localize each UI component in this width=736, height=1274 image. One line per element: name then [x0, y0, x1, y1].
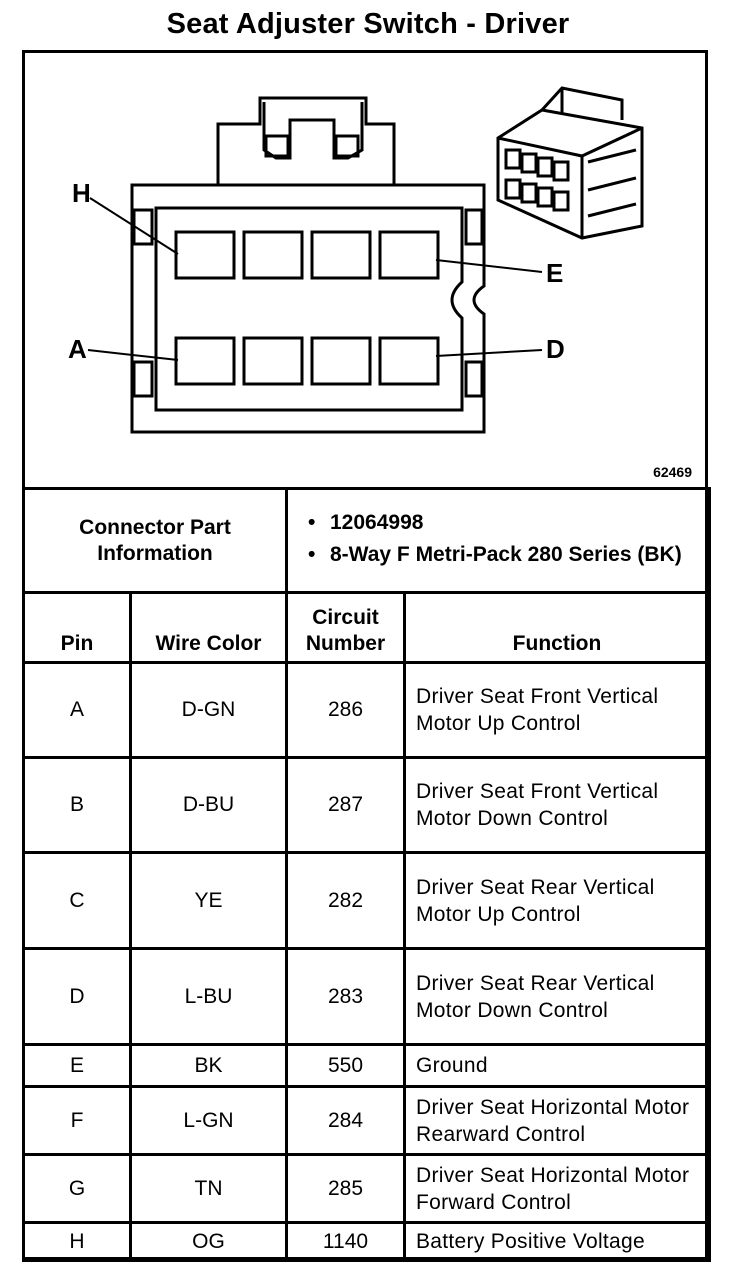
header-pin: Pin: [22, 591, 132, 664]
page-title: Seat Adjuster Switch - Driver: [166, 8, 570, 40]
pinout-table: Pin Wire Color Circuit Number Function A…: [22, 591, 711, 1262]
connector-diagram: H E A D 62469: [22, 50, 708, 488]
pin-cell: B: [22, 756, 132, 854]
callout-a: A: [68, 334, 87, 364]
wire-color-cell: D-BU: [129, 756, 288, 854]
callout-e: E: [546, 258, 563, 288]
wire-color-cell: L-GN: [129, 1085, 288, 1156]
function-cell: Ground: [403, 1043, 711, 1088]
table-row: G TN 285 Driver Seat Horizontal Motor Fo…: [22, 1153, 711, 1224]
callout-h: H: [72, 178, 91, 208]
pin-cell: D: [22, 947, 132, 1046]
connector-info-label: Connector Part Information: [22, 487, 288, 594]
pin-cell: F: [22, 1085, 132, 1156]
connector-description: 8-Way F Metri-Pack 280 Series (BK): [308, 542, 698, 568]
circuit-number-cell: 550: [285, 1043, 406, 1088]
circuit-number-cell: 287: [285, 756, 406, 854]
table-row: B D-BU 287 Driver Seat Front Vertical Mo…: [22, 756, 711, 854]
function-cell: Driver Seat Front Vertical Motor Up Cont…: [403, 661, 711, 759]
circuit-number-cell: 283: [285, 947, 406, 1046]
circuit-number-cell: 282: [285, 851, 406, 950]
header-wire-color: Wire Color: [129, 591, 288, 664]
callout-d: D: [546, 334, 565, 364]
function-cell: Driver Seat Front Vertical Motor Down Co…: [403, 756, 711, 854]
wire-color-cell: YE: [129, 851, 288, 950]
pin-cell: H: [22, 1221, 132, 1262]
wire-color-cell: TN: [129, 1153, 288, 1224]
table-row: E BK 550 Ground: [22, 1043, 711, 1088]
wire-color-cell: BK: [129, 1043, 288, 1088]
pin-cell: C: [22, 851, 132, 950]
header-circuit-number: Circuit Number: [285, 591, 406, 664]
table-row: H OG 1140 Battery Positive Voltage: [22, 1221, 711, 1262]
table-row: F L-GN 284 Driver Seat Horizontal Motor …: [22, 1085, 711, 1156]
header-function: Function: [403, 591, 711, 664]
pin-cell: G: [22, 1153, 132, 1224]
function-cell: Driver Seat Rear Vertical Motor Up Contr…: [403, 851, 711, 950]
pin-cell: A: [22, 661, 132, 759]
wire-color-cell: L-BU: [129, 947, 288, 1046]
circuit-number-cell: 284: [285, 1085, 406, 1156]
wire-color-cell: OG: [129, 1221, 288, 1262]
connector-info-table: Connector Part Information 12064998 8-Wa…: [22, 487, 711, 594]
function-cell: Driver Seat Rear Vertical Motor Down Con…: [403, 947, 711, 1046]
table-row: C YE 282 Driver Seat Rear Vertical Motor…: [22, 851, 711, 950]
table-row: D L-BU 283 Driver Seat Rear Vertical Mot…: [22, 947, 711, 1046]
function-cell: Driver Seat Horizontal Motor Forward Con…: [403, 1153, 711, 1224]
circuit-number-cell: 286: [285, 661, 406, 759]
circuit-number-cell: 1140: [285, 1221, 406, 1262]
circuit-number-cell: 285: [285, 1153, 406, 1224]
pin-cell: E: [22, 1043, 132, 1088]
wire-color-cell: D-GN: [129, 661, 288, 759]
connector-face-drawing: H E A D: [68, 86, 644, 434]
connector-part-number: 12064998: [308, 510, 698, 536]
connector-info-details: 12064998 8-Way F Metri-Pack 280 Series (…: [285, 487, 711, 594]
table-row: A D-GN 286 Driver Seat Front Vertical Mo…: [22, 661, 711, 759]
figure-number: 62469: [653, 464, 692, 480]
function-cell: Driver Seat Horizontal Motor Rearward Co…: [403, 1085, 711, 1156]
function-cell: Battery Positive Voltage: [403, 1221, 711, 1262]
